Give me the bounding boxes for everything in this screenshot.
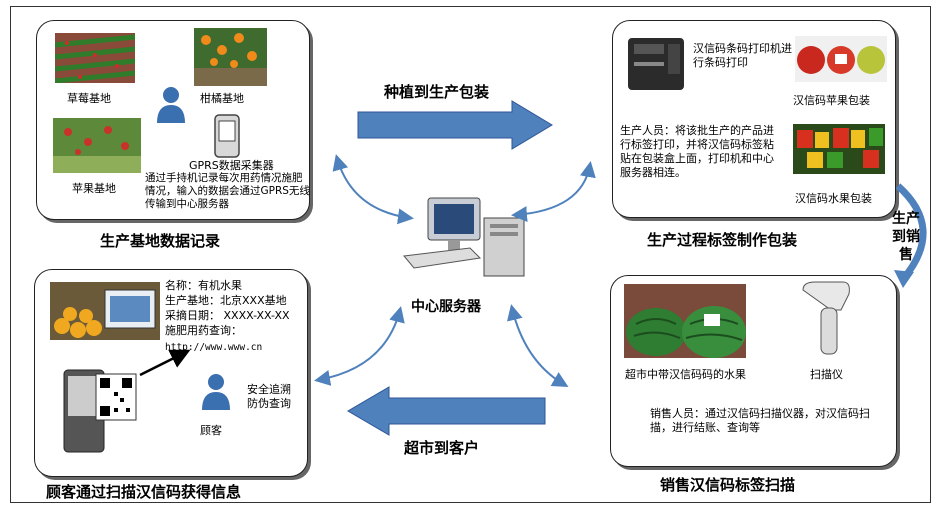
apple-package-label: 汉信码苹果包装 <box>793 94 870 107</box>
production-base-caption: 生产基地数据记录 <box>100 232 221 250</box>
server-link-sales <box>507 304 569 387</box>
farmer-person-icon <box>155 85 187 125</box>
sales-caption: 销售汉信码标签扫描 <box>660 476 796 494</box>
query-url-link[interactable]: http://www.www.cn <box>165 342 263 353</box>
customer-caption: 顾客通过扫描汉信码获得信息 <box>46 483 242 501</box>
gprs-collector-title: GPRS数据采集器 <box>189 159 274 172</box>
strawberry-base-label: 草莓基地 <box>67 92 111 105</box>
production-to-sales-label: 生产到销售 <box>892 211 920 263</box>
fruit-package-label: 汉信码水果包装 <box>795 192 872 205</box>
server-link-packaging <box>511 161 596 223</box>
apple-package-photo <box>795 36 887 82</box>
barcode-printer-icon <box>624 32 688 94</box>
server-link-customer <box>314 306 405 386</box>
apple-base-label: 苹果基地 <box>72 182 116 195</box>
strawberry-field-photo <box>55 33 135 83</box>
diagram-frame <box>10 6 931 503</box>
customer-person-icon <box>200 372 232 412</box>
production-staff-description: 生产人员：将该批生产的产品进行标签打印，并将汉信码标签粘贴在包装盒上面，打印机和… <box>620 124 774 179</box>
server-link-base <box>332 154 414 225</box>
plant-to-pack-label: 种植到生产包装 <box>384 83 490 101</box>
customer-label: 顾客 <box>200 424 222 437</box>
orange-base-label: 柑橘基地 <box>200 92 244 105</box>
plant-to-pack-arrow <box>357 100 553 150</box>
market-to-customer-arrow <box>347 386 546 436</box>
central-server-computer-icon <box>400 190 530 282</box>
watermelon-photo <box>624 284 746 358</box>
harvest-date-line: 采摘日期： XXXX-XX-XX <box>165 309 290 322</box>
fruit-package-photo <box>793 124 885 174</box>
sales-staff-description: 销售人员：通过汉信码扫描仪器，对汉信码扫描，进行结账、查询等 <box>650 407 870 434</box>
product-name-line: 名称：有机水果 <box>165 279 242 292</box>
orange-orchard-photo <box>194 28 267 86</box>
gprs-handheld-device-icon <box>213 113 241 159</box>
packaging-caption: 生产过程标签制作包装 <box>647 231 798 249</box>
central-server-label: 中心服务器 <box>411 299 481 315</box>
production-to-sales-arrow <box>895 183 927 281</box>
barcode-scanner-icon <box>795 280 855 358</box>
fertilizer-query-line: 施肥用药查询： <box>165 324 242 337</box>
phone-scanning-code-icon <box>60 368 138 454</box>
scanner-label: 扫描仪 <box>810 368 843 381</box>
printer-description: 汉信码条码打印机进行条码打印 <box>693 42 792 69</box>
scan-pointer-arrow <box>139 349 191 377</box>
production-base-line: 生产基地：北京XXX基地 <box>165 294 287 307</box>
trace-query-label: 安全追溯防伪查询 <box>247 383 291 410</box>
supermarket-terminal-photo <box>50 282 160 340</box>
market-to-customer-label: 超市到客户 <box>404 439 480 457</box>
gprs-collector-description: 通过手持机记录每次用药情况施肥情况，输入的数据会通过GPRS无线传输到中心服务器 <box>145 172 310 210</box>
apple-orchard-photo <box>53 118 141 173</box>
watermelon-label: 超市中带汉信码码的水果 <box>625 368 746 381</box>
